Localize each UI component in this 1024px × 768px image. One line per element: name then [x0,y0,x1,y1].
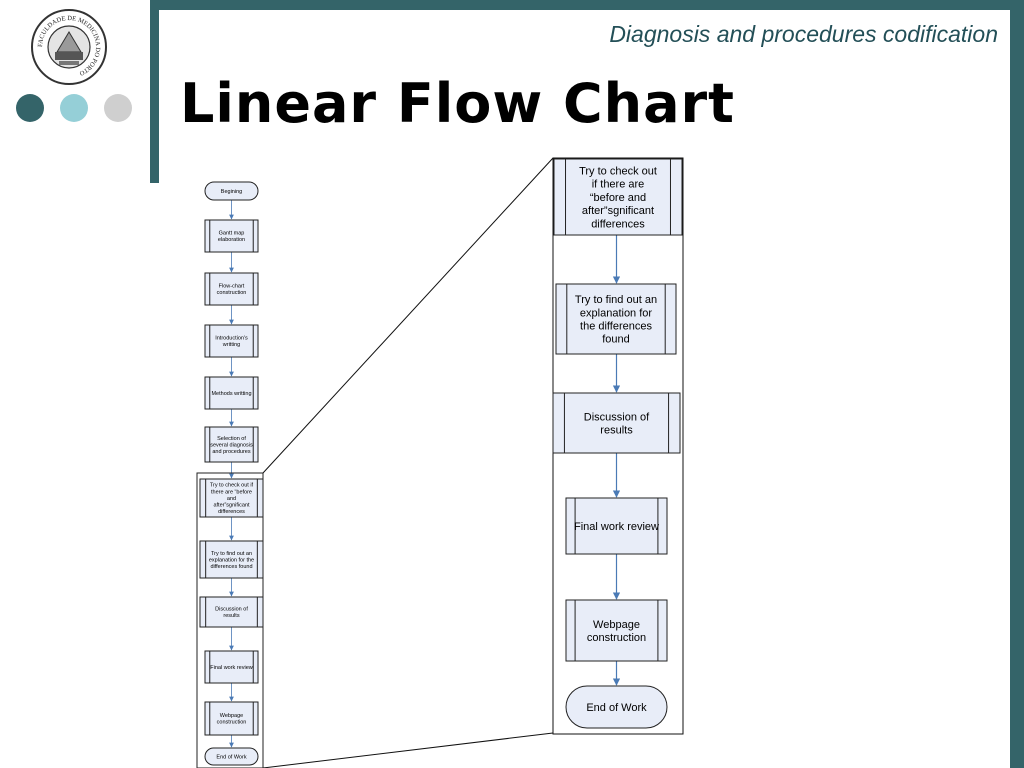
detail-node-label: Final work review [574,521,659,533]
process-shape [565,497,668,555]
process-shape [199,596,264,628]
overview-node-methods-writting: Methods writting [204,376,259,410]
process-shape [204,376,259,410]
terminator-shape [204,181,259,201]
slide-frame-right [1010,0,1024,768]
decor-dot-grey [104,94,132,122]
zoom-connector-top [262,157,554,474]
overview-node-label: Methods writting [211,391,251,397]
overview-node-final-work-review: Final work review [204,650,259,684]
slide-subtitle: Diagnosis and procedures codification [609,21,998,47]
process-shape [204,272,259,306]
process-shape [204,219,259,253]
overview-node-label: Final work review [210,665,253,671]
decor-dot-dark [16,94,44,122]
detail-node-end-of-work: End of Work [565,685,668,729]
overview-node-label: Begining [221,189,242,195]
overview-node-label: End of Work [216,754,246,760]
process-shape [204,701,259,736]
decor-dot-light [60,94,88,122]
process-shape [204,324,259,358]
zoom-highlight-box [196,472,264,768]
slide-frame-left [150,0,159,183]
process-shape [565,599,668,662]
overview-node-begining: Begining [204,181,259,201]
detail-node-label: End of Work [586,702,647,714]
slide-title: Linear Flow Chart [180,72,735,135]
terminator-shape [565,685,668,729]
process-shape [204,426,259,463]
process-shape [199,478,264,518]
process-shape [199,540,264,579]
faculty-seal-icon: FACULDADE DE MEDICINA DO PORTO [30,8,108,86]
overview-node-end-of-work: End of Work [204,747,259,766]
process-shape [555,283,677,355]
slide-frame-top [150,0,1024,10]
zoom-connector-bottom [262,732,554,768]
process-shape [553,158,683,236]
terminator-shape [204,747,259,766]
process-shape [204,650,259,684]
detail-node-final-work-review: Final work review [565,497,668,555]
process-shape [552,392,681,454]
